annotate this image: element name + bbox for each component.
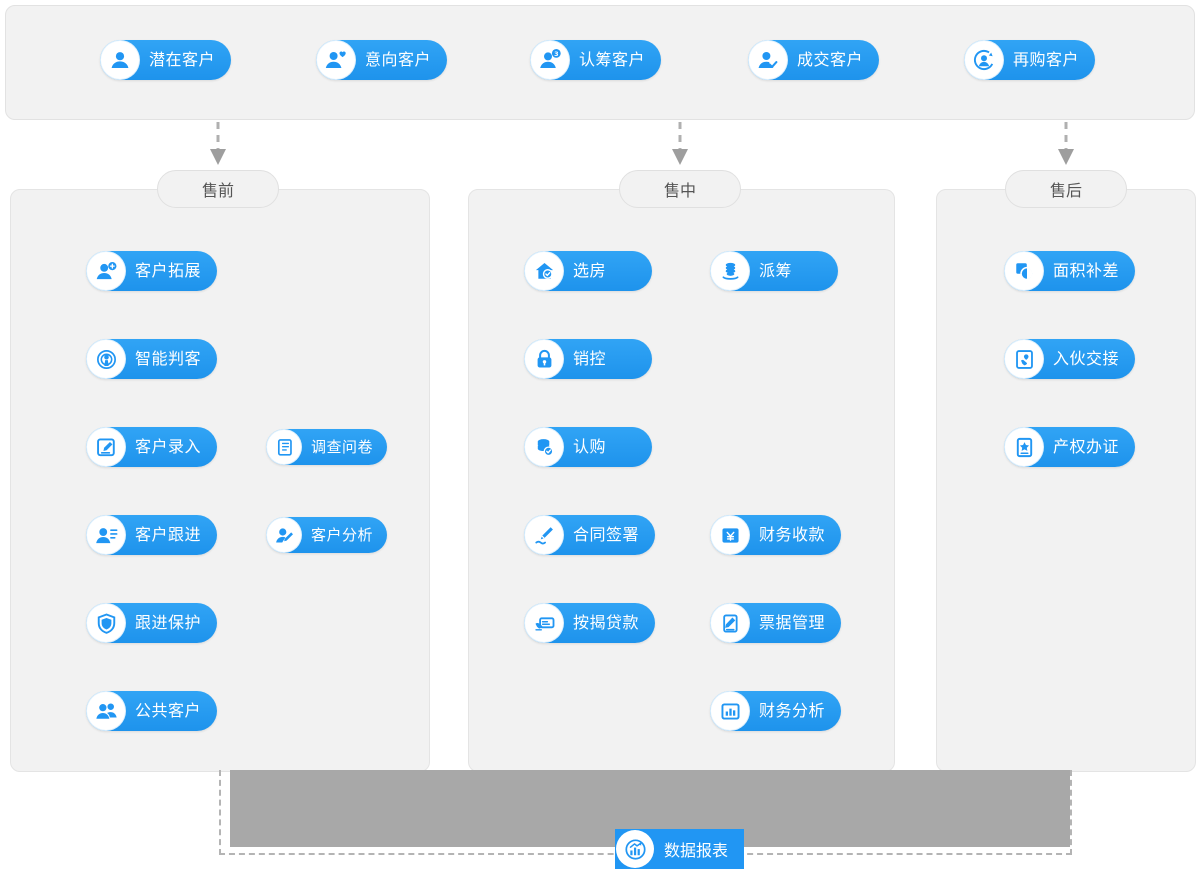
node-客户录入[interactable]: 客户录入 [86,427,218,467]
stage-label: 潜在客户 [149,50,216,69]
loan-card-icon [525,604,563,642]
coins-check-icon [525,428,563,466]
stage-label: 成交客户 [797,50,864,69]
certificate-star-icon [1005,428,1043,466]
node-销控[interactable]: 销控 [524,339,652,379]
node-label: 跟进保护 [135,613,202,632]
node-入伙交接[interactable]: 入伙交接 [1004,339,1136,379]
user-number-3-icon: 3 [531,41,569,79]
shield-icon [87,604,125,642]
stage-node-潜在客户[interactable]: 潜在客户 [100,40,232,80]
node-客户跟进[interactable]: 客户跟进 [86,515,218,555]
node-label: 入伙交接 [1053,349,1120,368]
stage-node-认筹客户[interactable]: 3 认筹客户 [530,40,662,80]
node-label: 财务分析 [759,701,826,720]
node-label: 公共客户 [135,701,202,720]
coins-stack-icon [711,252,749,290]
node-财务分析[interactable]: 财务分析 [710,691,842,731]
user-card-icon [87,516,125,554]
signature-pen-icon [525,516,563,554]
phase-tab-label: 售前 [201,181,234,200]
node-label: 销控 [573,349,607,368]
node-调查问卷[interactable]: 调查问卷 [266,429,388,465]
node-选房[interactable]: 选房 [524,251,652,291]
node-label: 数据报表 [664,841,729,860]
node-财务收款[interactable]: 财务收款 [710,515,842,555]
user-heart-icon [317,41,355,79]
node-label: 合同签署 [573,525,640,544]
user-icon [101,41,139,79]
receipt-book-icon [711,604,749,642]
phase-tab-aftersale[interactable]: 售后 [1005,170,1127,208]
report-chart-icon [616,830,654,868]
node-label: 按揭贷款 [573,613,640,632]
node-跟进保护[interactable]: 跟进保护 [86,603,218,643]
stage-label: 再购客户 [1013,50,1080,69]
node-产权办证[interactable]: 产权办证 [1004,427,1136,467]
node-票据管理[interactable]: 票据管理 [710,603,842,643]
node-label: 客户拓展 [135,261,202,280]
node-label: 认购 [573,437,607,456]
node-客户分析[interactable]: 客户分析 [266,517,388,553]
stage-node-成交客户[interactable]: 成交客户 [748,40,880,80]
node-label: 客户分析 [311,525,374,544]
node-label: 选房 [573,261,607,280]
node-label: 智能判客 [135,349,202,368]
radar-icon [87,340,125,378]
svg-text:3: 3 [554,50,558,58]
node-公共客户[interactable]: 公共客户 [86,691,218,731]
node-label: 调查问卷 [311,437,374,456]
node-面积补差[interactable]: 面积补差 [1004,251,1136,291]
node-客户拓展[interactable]: 客户拓展 [86,251,218,291]
questionnaire-icon [267,430,301,464]
user-refresh-icon [965,41,1003,79]
yuan-money-icon [711,516,749,554]
node-label: 面积补差 [1053,261,1120,280]
user-check-icon [749,41,787,79]
phase-tab-presale[interactable]: 售前 [157,170,279,208]
lock-icon [525,340,563,378]
stage-node-再购客户[interactable]: 再购客户 [964,40,1096,80]
node-label: 派筹 [759,261,793,280]
bar-chart-icon [711,692,749,730]
user-pencil-icon [267,518,301,552]
node-按揭贷款[interactable]: 按揭贷款 [524,603,656,643]
area-diff-icon [1005,252,1043,290]
node-派筹[interactable]: 派筹 [710,251,838,291]
node-label: 产权办证 [1053,437,1120,456]
node-数据报表[interactable]: 数据报表 [615,829,745,869]
handover-icon [1005,340,1043,378]
stage-label: 意向客户 [365,50,432,69]
node-认购[interactable]: 认购 [524,427,652,467]
phase-panel-presale [10,189,430,772]
home-check-icon [525,252,563,290]
stage-label: 认筹客户 [579,50,646,69]
user-plus-icon [87,252,125,290]
node-label: 财务收款 [759,525,826,544]
users-icon [87,692,125,730]
stage-node-意向客户[interactable]: 意向客户 [316,40,448,80]
edit-form-icon [87,428,125,466]
phase-tab-label: 售中 [663,181,696,200]
node-label: 票据管理 [759,613,826,632]
phase-tab-insale[interactable]: 售中 [619,170,741,208]
node-智能判客[interactable]: 智能判客 [86,339,218,379]
node-label: 客户跟进 [135,525,202,544]
node-label: 客户录入 [135,437,202,456]
node-合同签署[interactable]: 合同签署 [524,515,656,555]
phase-tab-label: 售后 [1049,181,1082,200]
